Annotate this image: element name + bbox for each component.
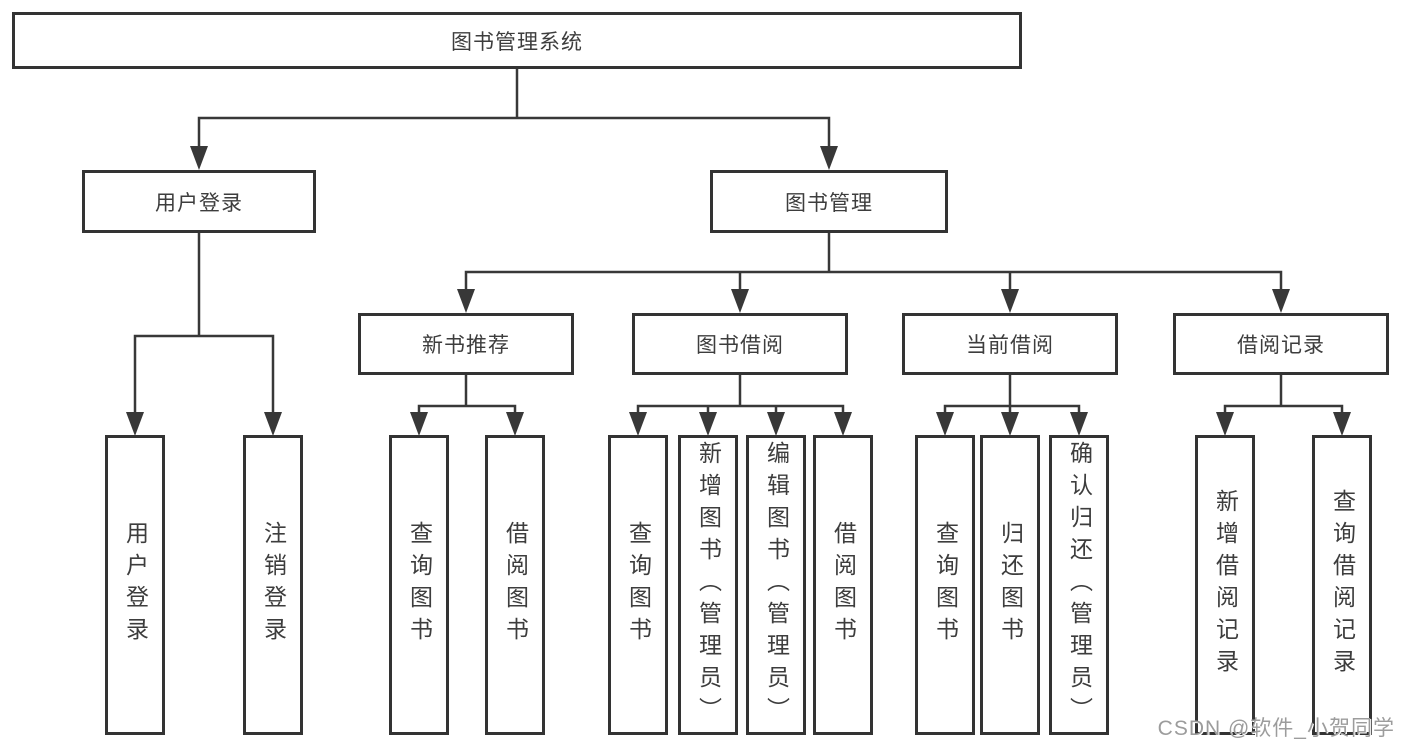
csdn-watermark: CSDN @软件_小贺同学	[1157, 717, 1395, 740]
node-label: 当前借阅	[966, 334, 1054, 357]
leaf-label: 查询借阅记录	[1329, 489, 1356, 681]
leaf-br-query-record: 查询借阅记录	[1312, 435, 1372, 735]
leaf-label: 借阅图书	[502, 521, 529, 649]
node-label: 借阅记录	[1237, 334, 1325, 357]
node-user-login: 用户登录	[82, 170, 316, 233]
node-book-borrow: 图书借阅	[632, 313, 848, 375]
leaf-label: 查询图书	[406, 521, 433, 649]
leaf-label: 归还图书	[997, 521, 1024, 649]
node-borrow-records: 借阅记录	[1173, 313, 1389, 375]
leaf-cb-confirm-return-admin: 确认归还（管理员）	[1049, 435, 1109, 735]
leaf-label: 借阅图书	[830, 521, 857, 649]
node-label: 新书推荐	[422, 334, 510, 357]
node-book-management: 图书管理	[710, 170, 948, 233]
leaf-label: 确认归还（管理员）	[1066, 441, 1093, 729]
leaf-label: 查询图书	[932, 521, 959, 649]
node-label: 图书管理系统	[451, 30, 583, 54]
leaf-nbr-borrow-books: 借阅图书	[485, 435, 545, 735]
leaf-logout-login: 注销登录	[243, 435, 303, 735]
leaf-bb-add-books-admin: 新增图书（管理员）	[678, 435, 738, 735]
leaf-bb-edit-books-admin: 编辑图书（管理员）	[746, 435, 806, 735]
connector-level3-bar	[464, 270, 1283, 290]
leaf-cb-return-books: 归还图书	[980, 435, 1040, 735]
connector-user-login-bar	[133, 334, 275, 413]
leaf-bb-query-books: 查询图书	[608, 435, 668, 735]
leaf-label: 新增借阅记录	[1212, 489, 1239, 681]
node-current-borrow: 当前借阅	[902, 313, 1118, 375]
leaf-bb-borrow-books: 借阅图书	[813, 435, 873, 735]
node-library-management-system: 图书管理系统	[12, 12, 1022, 69]
connector-nbr-bar	[417, 404, 517, 413]
leaf-cb-query-books: 查询图书	[915, 435, 975, 735]
connector-cb-bar	[943, 404, 1081, 413]
leaf-label: 查询图书	[625, 521, 652, 649]
connector-bb-bar	[636, 404, 845, 413]
node-label: 图书管理	[785, 191, 873, 215]
leaf-user-login: 用户登录	[105, 435, 165, 735]
leaf-br-add-record: 新增借阅记录	[1195, 435, 1255, 735]
leaf-label: 注销登录	[260, 521, 287, 649]
node-label: 用户登录	[155, 191, 243, 215]
leaf-nbr-query-books: 查询图书	[389, 435, 449, 735]
node-label: 图书借阅	[696, 334, 784, 357]
connector-br-bar	[1223, 404, 1344, 413]
connector-level2-bar	[197, 116, 831, 146]
leaf-label: 新增图书（管理员）	[695, 441, 722, 729]
leaf-label: 用户登录	[122, 521, 149, 649]
leaf-label: 编辑图书（管理员）	[763, 441, 790, 729]
node-new-book-recommend: 新书推荐	[358, 313, 574, 375]
